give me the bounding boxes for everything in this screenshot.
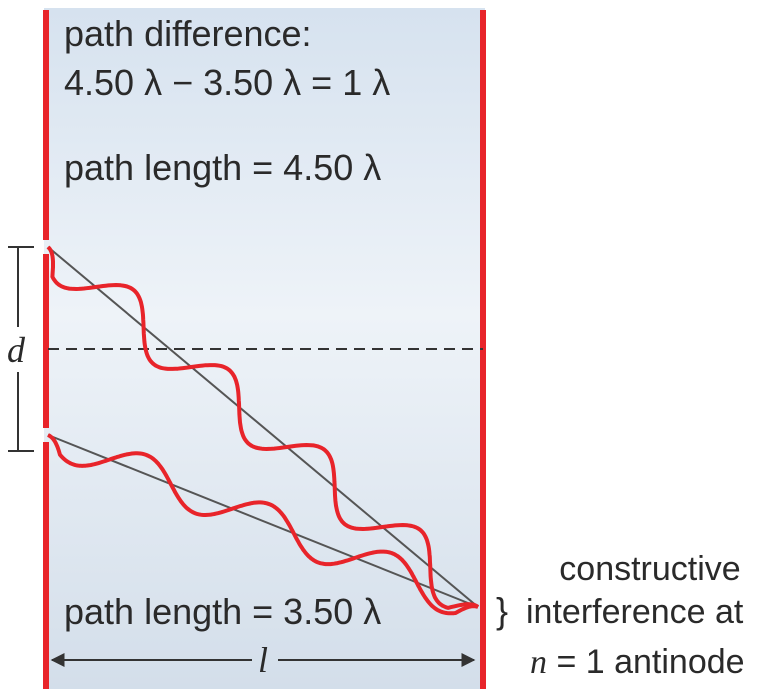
path-difference-label: path difference: [64, 13, 312, 54]
upper-wave [46, 245, 480, 610]
constructive-label-line1: constructive [559, 550, 740, 588]
screen-distance-label: l [258, 640, 268, 680]
lower-path-line [47, 434, 479, 608]
path-length-top-label: path length = 4.50 λ [64, 147, 381, 188]
path-length-bottom-label: path length = 3.50 λ [64, 591, 381, 632]
antinode-label: n = 1 antinode [530, 643, 745, 681]
path-difference-equation: 4.50 λ − 3.50 λ = 1 λ [64, 62, 390, 103]
slit-separation-bracket [8, 246, 34, 452]
slit-separation-label: d [7, 330, 26, 370]
brace-symbol: } [496, 590, 508, 631]
antinode-n: n [530, 644, 547, 681]
lower-wave [47, 433, 479, 616]
upper-path-line [47, 246, 479, 608]
antinode-rest: = 1 antinode [556, 643, 744, 681]
constructive-label-line2: interference at [526, 593, 744, 631]
